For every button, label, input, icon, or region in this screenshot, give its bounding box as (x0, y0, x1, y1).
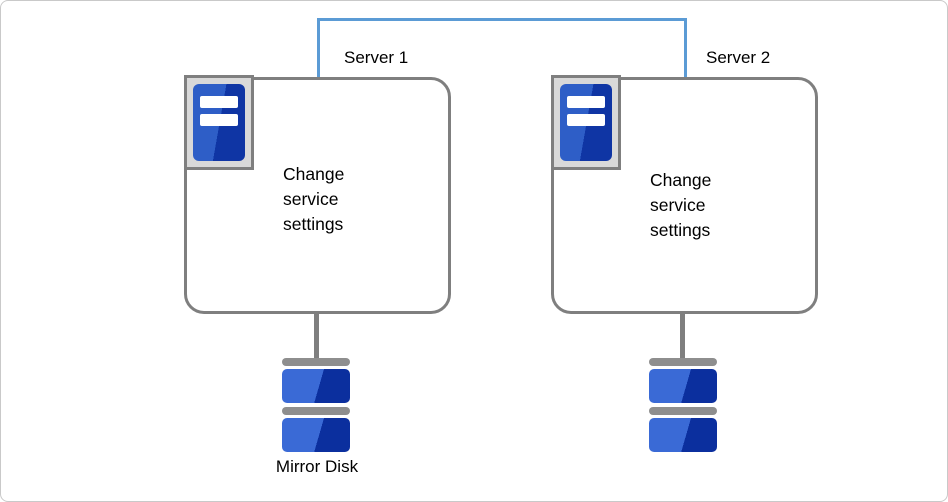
text-line: Change (283, 164, 345, 184)
server1-label: Server 1 (344, 48, 409, 67)
disk-platter (282, 418, 350, 452)
disk-cap (282, 407, 350, 415)
mirror-disk-label: Mirror Disk (275, 457, 359, 476)
mirror-disk-icon (282, 358, 350, 452)
server2-disk-connector-line (680, 312, 685, 359)
server-tower-icon (193, 84, 245, 161)
text-line: service (283, 189, 339, 209)
network-connection-line (317, 18, 687, 78)
server-tower-icon (560, 84, 612, 161)
disk-cap (282, 358, 350, 366)
server-icon (184, 75, 254, 170)
disk-platter (282, 369, 350, 403)
disk-platter (649, 418, 717, 452)
mirror-disk-icon (649, 358, 717, 452)
server2-label: Server 2 (706, 48, 771, 67)
disk-cap (649, 358, 717, 366)
server-drive-slot-icon (200, 96, 238, 108)
server1-action-text: Change service settings (283, 162, 344, 237)
text-line: service (650, 195, 706, 215)
server-drive-slot-icon (200, 114, 238, 126)
text-line: settings (283, 214, 344, 234)
disk-cap (649, 407, 717, 415)
server-drive-slot-icon (567, 114, 605, 126)
server1-disk-connector-line (314, 312, 319, 359)
server-icon (551, 75, 621, 170)
text-line: Change (650, 170, 712, 190)
text-line: settings (650, 220, 711, 240)
disk-platter (649, 369, 717, 403)
server-drive-slot-icon (567, 96, 605, 108)
server2-action-text: Change service settings (650, 168, 711, 243)
